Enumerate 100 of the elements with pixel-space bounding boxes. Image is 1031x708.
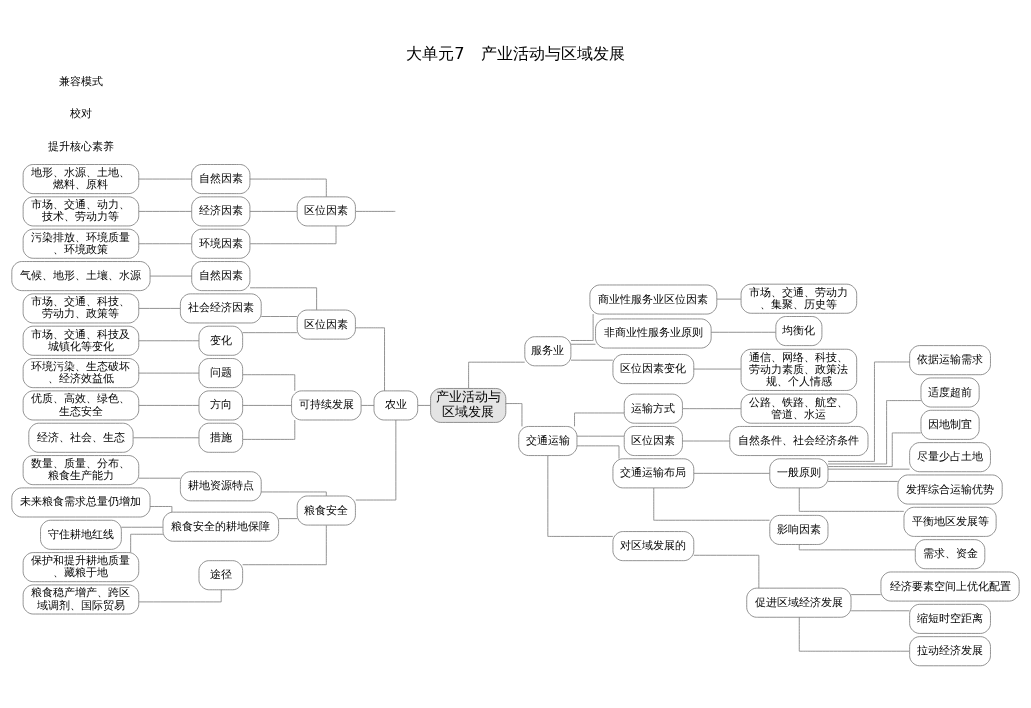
connector	[121, 526, 164, 528]
node-box: 促进区域经济发展	[746, 587, 852, 618]
connector	[138, 210, 193, 212]
connector	[138, 339, 200, 341]
node-box: 一般原则	[769, 457, 829, 488]
connector	[570, 313, 594, 341]
node-box: 环境因素	[191, 228, 251, 259]
connector	[827, 361, 910, 462]
node-box: 变化	[198, 325, 244, 356]
connector	[355, 419, 397, 500]
connector	[798, 616, 910, 652]
node-box: 均衡化	[775, 315, 823, 346]
node-box: 措施	[198, 422, 244, 453]
node-box: 适度超前	[920, 377, 980, 407]
connector	[242, 419, 296, 440]
node-box: 耕地资源特点	[179, 470, 262, 501]
node-box: 因地制宜	[920, 409, 980, 440]
node-box: 粮食安全的耕地保障	[162, 511, 279, 542]
node-box: 市场、交通、科技、劳动力、政策等	[22, 292, 140, 323]
node-box: 未来粮食需求总量仍增加	[11, 487, 151, 517]
connector	[138, 404, 200, 406]
connector	[242, 404, 292, 406]
node-box: 交通运输布局	[612, 457, 695, 488]
connector	[653, 487, 770, 521]
node-box: 对区域发展的	[612, 530, 695, 561]
node-box: 商业性服务业区位因素	[589, 284, 718, 314]
connector	[576, 444, 620, 459]
connector	[827, 432, 922, 467]
node-box: 尽量少占土地	[909, 441, 991, 472]
connector	[138, 178, 193, 179]
connector	[547, 454, 614, 537]
node-box: 市场、交通、科技及城镇化等变化	[22, 325, 140, 356]
node-box: 地形、水源、土地、燃料、原料	[22, 163, 140, 194]
node-box: 服务业	[524, 335, 572, 366]
connector	[693, 472, 771, 474]
node-box: 依据运输需求	[909, 344, 991, 375]
connector	[355, 326, 385, 391]
connector	[249, 286, 317, 310]
connector	[138, 372, 200, 373]
connector	[249, 225, 337, 244]
connector	[417, 404, 431, 406]
node-box: 优质、高效、绿色、生态安全	[22, 389, 140, 420]
connector	[850, 593, 882, 595]
node-box: 公路、铁路、航空、管道、水运	[740, 393, 858, 424]
connector	[505, 402, 523, 427]
connector	[242, 331, 298, 333]
node-box: 经济要素空间上优化配置	[880, 571, 1020, 601]
node-box: 农业	[373, 389, 419, 420]
connector	[716, 298, 742, 300]
node-box: 自然因素	[191, 260, 251, 291]
node-box: 通信、网络、科技、劳动力素质、政策法规、个人情感	[740, 348, 858, 391]
connector	[576, 435, 625, 437]
connector	[260, 491, 327, 496]
node-box: 途径	[198, 559, 244, 590]
node-box: 交通运输	[518, 425, 578, 456]
connector	[850, 609, 910, 611]
node-box: 平衡地区发展等	[903, 506, 997, 537]
node-box: 影响因素	[769, 514, 829, 545]
node-box: 经济、社会、生态	[28, 422, 134, 453]
connector	[130, 533, 164, 553]
connector	[249, 178, 327, 197]
label: 兼容模式	[58, 74, 103, 88]
connector	[149, 275, 192, 276]
node-box: 缩短时空距离	[909, 603, 991, 634]
connector	[149, 505, 173, 512]
connector	[798, 487, 905, 512]
connector	[242, 524, 327, 565]
node-box: 自然条件、社会经济条件	[729, 425, 869, 456]
node-box: 市场、交通、动力、技术、劳动力等	[22, 195, 140, 226]
connector	[138, 242, 193, 244]
connector	[827, 468, 910, 470]
connector	[249, 210, 298, 212]
connector	[138, 477, 181, 479]
node-box: 可持续发展	[291, 389, 362, 420]
connector	[570, 343, 596, 345]
node-box: 运输方式	[623, 393, 683, 424]
connector	[355, 210, 396, 212]
connector	[693, 368, 742, 369]
node-box: 粮食安全	[296, 495, 356, 525]
node-box: 方向	[198, 389, 244, 420]
node-box: 区位因素	[296, 195, 356, 226]
connector	[260, 315, 298, 317]
diagram-title: 大单元7 产业活动与区域发展	[406, 43, 625, 63]
node-box: 区位因素变化	[612, 353, 695, 384]
connector	[682, 440, 730, 441]
node-box: 需求、资金	[914, 538, 986, 569]
connector	[242, 373, 296, 391]
connector	[710, 331, 777, 333]
node-box: 社会经济因素	[179, 292, 262, 323]
connector	[138, 307, 181, 309]
node-box: 市场、交通、劳动力、集聚、历史等	[740, 283, 858, 314]
connector	[468, 361, 526, 389]
connector	[827, 480, 899, 482]
node-box: 污染排放、环境质量、环境政策	[22, 228, 140, 259]
node-box: 保护和提升耕地质量、藏粮于地	[22, 551, 140, 582]
node-box: 自然因素	[191, 163, 251, 194]
node-box: 拉动经济发展	[909, 635, 991, 666]
connector	[574, 412, 625, 427]
node-box: 发挥综合运输优势	[897, 474, 1003, 504]
connector	[827, 399, 922, 464]
